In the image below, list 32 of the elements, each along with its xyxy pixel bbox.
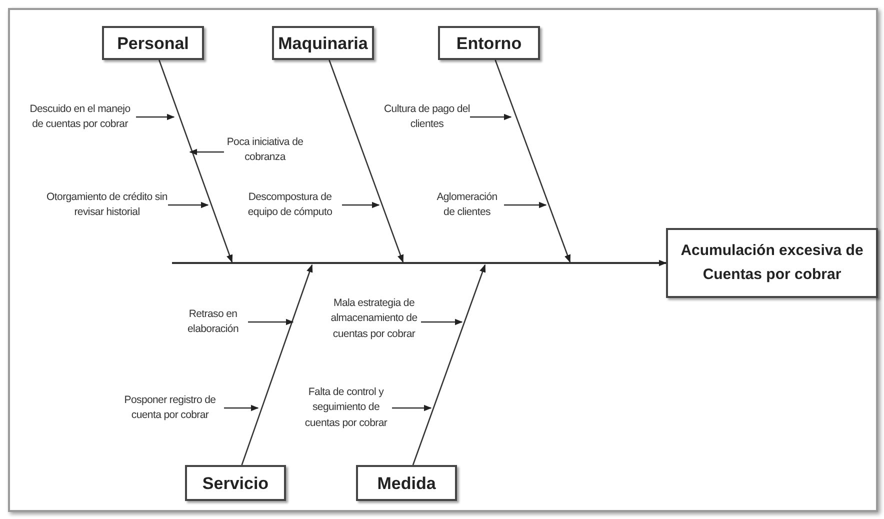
cause-text: Aglomeración de clientes xyxy=(430,187,504,223)
bone-arrow xyxy=(412,264,486,466)
cause-text: Otorgamiento de crédito sin revisar historial xyxy=(46,187,168,223)
cause-text: Posponer registro de cuenta por cobrar xyxy=(116,390,224,426)
category-box: Medida xyxy=(356,465,457,501)
cause-text: Descuido en el manejo de cuentas por cobrar xyxy=(24,99,136,135)
cause-arrow xyxy=(392,404,432,412)
cause-arrow xyxy=(248,318,294,326)
cause-text: Descompostura de equipo de cómputo xyxy=(238,187,342,223)
category-box: Personal xyxy=(102,26,204,60)
cause-arrow xyxy=(168,202,209,208)
cause-text: Retraso en elaboración xyxy=(178,304,248,340)
bone-arrow xyxy=(241,264,313,466)
cause-arrow xyxy=(342,202,380,208)
bone-arrow xyxy=(158,60,233,263)
cause-text: Falta de control y seguimiento de cuentas por cobrar xyxy=(300,381,392,435)
cause-arrow xyxy=(224,404,259,412)
cause-arrow xyxy=(504,202,547,208)
cause-text: Poca iniciativa de cobranza xyxy=(224,132,306,168)
cause-text: Mala estrategia de almacenamiento de cuentas por cobrar xyxy=(327,295,421,343)
effect-box: Acumulación excesiva de Cuentas por cobrar xyxy=(666,228,878,298)
cause-arrow xyxy=(136,114,175,120)
bone-arrow xyxy=(328,60,404,263)
category-box: Servicio xyxy=(185,465,286,501)
cause-arrow xyxy=(470,114,512,120)
cause-arrow xyxy=(421,318,463,326)
category-box: Maquinaria xyxy=(272,26,374,60)
bone-arrow xyxy=(494,60,571,263)
spine-arrow xyxy=(172,260,667,266)
category-box: Entorno xyxy=(438,26,540,60)
cause-arrow xyxy=(189,148,224,156)
cause-text: Cultura de pago del clientes xyxy=(384,99,470,135)
